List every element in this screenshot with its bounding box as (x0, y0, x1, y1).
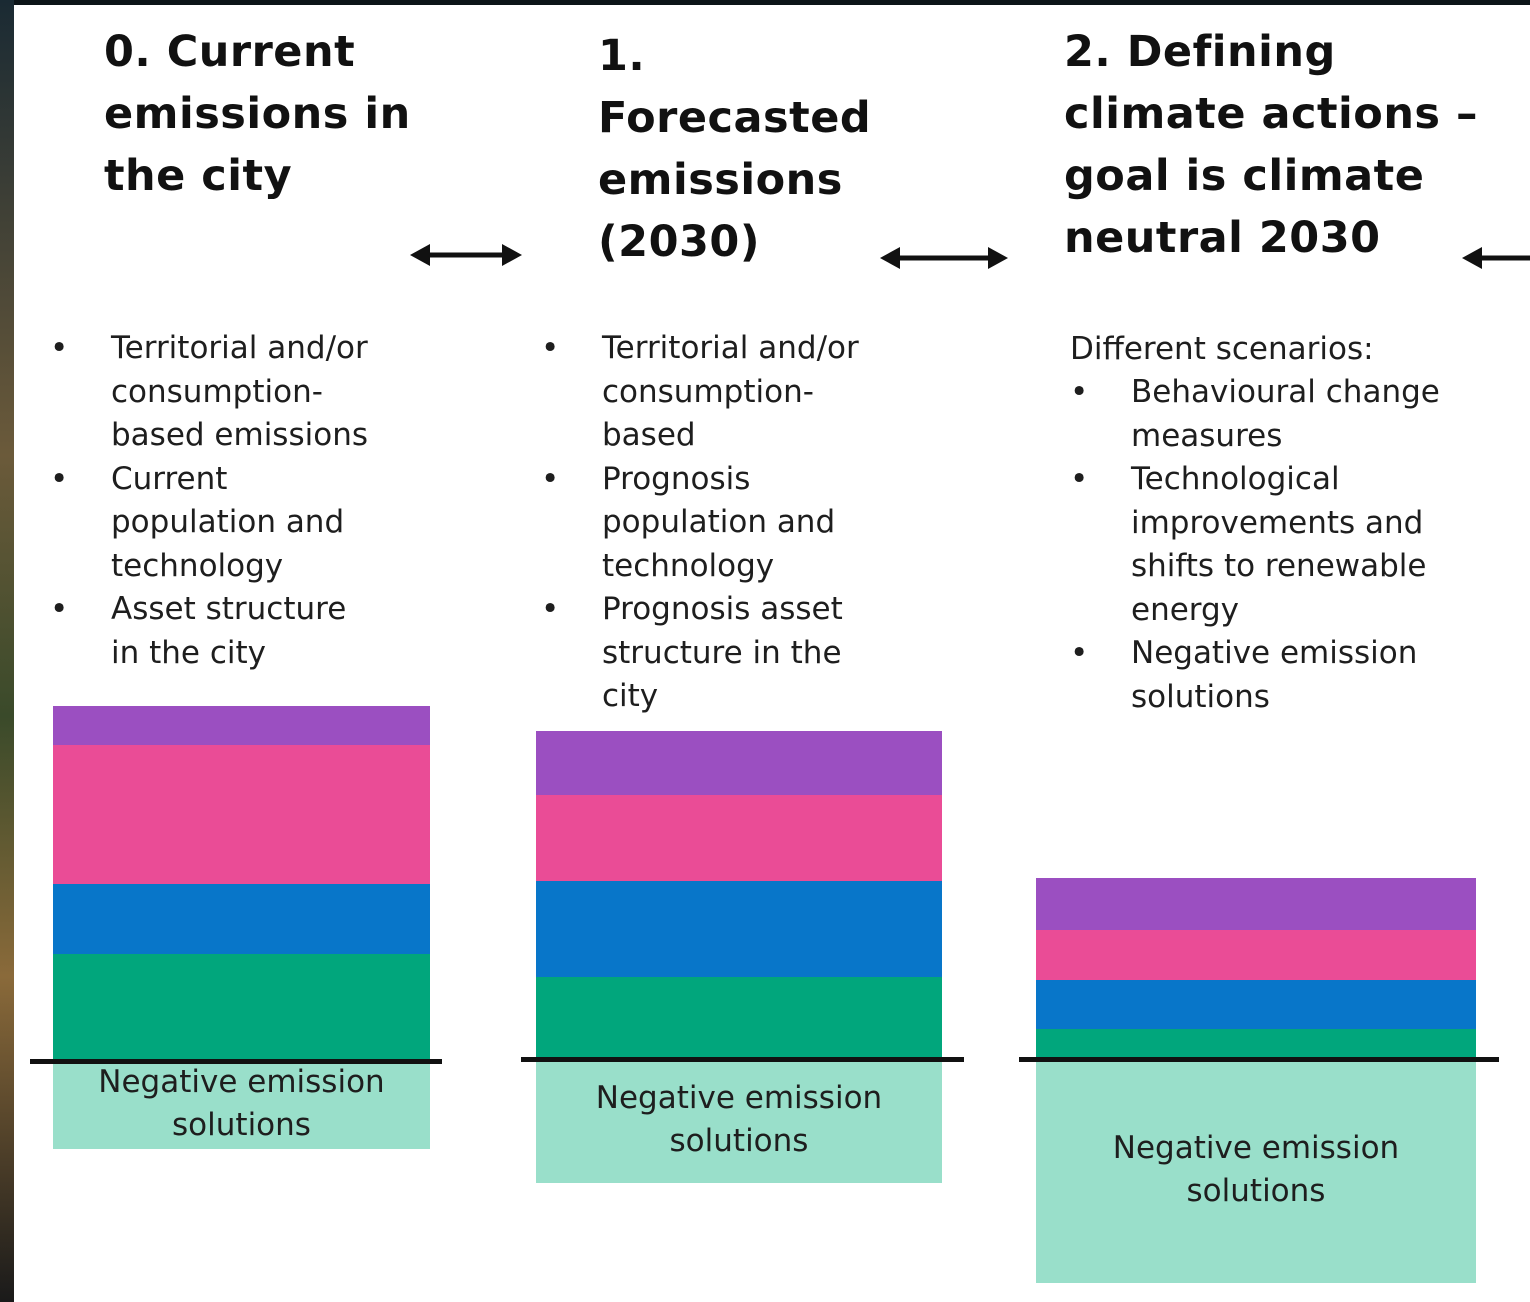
list-item: •Behavioural change measures (1070, 371, 1470, 458)
bar-segment-pink (53, 745, 430, 884)
zero-baseline (1019, 1057, 1499, 1062)
column-2-title: 2. Defining climate actions – goal is cl… (1064, 27, 1478, 263)
list-item: •Territorial and/or consumption-based em… (50, 327, 370, 458)
bullet-icon: • (541, 591, 560, 627)
left-arrow-icon (1462, 247, 1530, 269)
column-1-title: 1. Forecasted emissions (2030) (598, 31, 872, 267)
negative-emission-label: Negative emission solutions (595, 1080, 883, 1159)
list-item: •Prognosis asset structure in the city (541, 588, 881, 719)
column-1-bullets: •Territorial and/or consumption-based •P… (541, 327, 881, 719)
bullet-icon: • (541, 460, 560, 497)
bar-segment-pink (536, 795, 942, 881)
column-0-title: 0. Current emissions in the city (104, 27, 411, 201)
bullet-icon: • (50, 460, 69, 497)
list-item: •Current population and technology (50, 458, 370, 589)
bar-segment-blue (1036, 980, 1476, 1029)
list-item: •Technological improvements and shifts t… (1070, 458, 1470, 632)
negative-emission-label: Negative emission solutions (1112, 1130, 1400, 1209)
double-arrow-icon (410, 244, 522, 266)
double-arrow-icon (880, 247, 1008, 269)
column-2-bullets: •Behavioural change measures •Technologi… (1070, 371, 1470, 719)
bar-segment-purple (53, 706, 430, 745)
bullet-icon: • (1070, 635, 1089, 671)
bar-segment-purple (1036, 878, 1476, 930)
zero-baseline (30, 1059, 442, 1064)
bullet-icon: • (1070, 374, 1089, 410)
column-0-bullets: •Territorial and/or consumption-based em… (50, 327, 370, 675)
slide: 0. Current emissions in the city •Territ… (14, 5, 1530, 1302)
bullet-icon: • (541, 330, 560, 366)
negative-emission-box: Negative emission solutions (53, 1059, 430, 1149)
list-item: •Prognosis population and technology (541, 458, 881, 589)
bar-segment-blue (536, 881, 942, 977)
negative-emission-label: Negative emission solutions (98, 1064, 385, 1143)
bar-segment-pink (1036, 930, 1476, 980)
zero-baseline (521, 1057, 964, 1062)
background-photo-strip (0, 0, 14, 1302)
bullet-icon: • (50, 591, 69, 627)
column-2-intro: Different scenarios: (1070, 331, 1374, 367)
bar-segment-green (536, 977, 942, 1057)
list-item: •Territorial and/or consumption-based (541, 327, 881, 458)
bullet-icon: • (1070, 461, 1089, 497)
bar-segment-blue (53, 884, 430, 954)
bar-segment-purple (536, 731, 942, 795)
list-item: •Negative emission solutions (1070, 632, 1470, 719)
negative-emission-box: Negative emission solutions (1036, 1057, 1476, 1283)
bar-segment-green (1036, 1029, 1476, 1057)
negative-emission-box: Negative emission solutions (536, 1057, 942, 1183)
list-item: •Asset structure in the city (50, 588, 370, 675)
bullet-icon: • (50, 330, 69, 366)
bar-segment-green (53, 954, 430, 1059)
